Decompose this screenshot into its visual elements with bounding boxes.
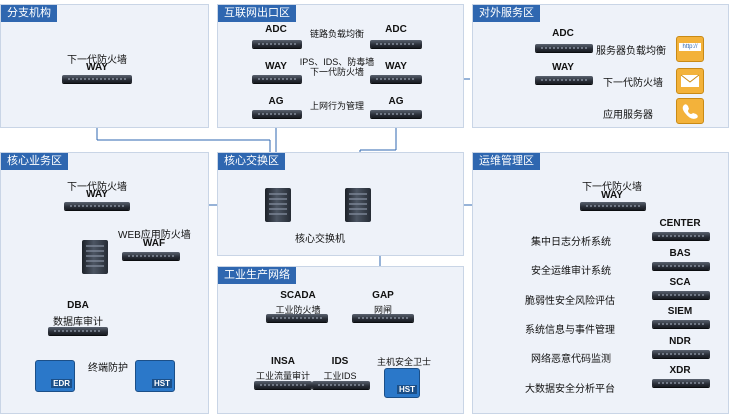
waf-dev-label: WAF bbox=[142, 238, 166, 249]
waf-server[interactable] bbox=[82, 240, 108, 274]
ops-row-device[interactable] bbox=[652, 291, 710, 299]
ops-row-dev: XDR bbox=[669, 365, 691, 376]
ops-row-dev: SIEM bbox=[667, 306, 693, 317]
endpoint-label: 终端防护 bbox=[88, 363, 128, 374]
hst-text: HST bbox=[152, 379, 172, 388]
ops-row-device[interactable] bbox=[652, 262, 710, 270]
ngfw-label: 下一代防火墙 bbox=[67, 182, 127, 193]
ids-device[interactable] bbox=[312, 381, 370, 389]
zone-core-switch: 核心交换区 bbox=[217, 152, 464, 256]
dba-label: DBA bbox=[67, 300, 89, 311]
mail-icon bbox=[676, 68, 704, 94]
way-left-label: WAY bbox=[265, 61, 287, 72]
ngfw-label: 下一代防火墙 bbox=[582, 182, 642, 193]
adc-right-device[interactable] bbox=[370, 40, 422, 48]
hst-text: HST bbox=[397, 385, 417, 394]
edr-text: EDR bbox=[51, 379, 72, 388]
scada-label: SCADA bbox=[280, 290, 316, 301]
zone-title: 互联网出口区 bbox=[218, 5, 296, 22]
way-label: WAY bbox=[552, 62, 574, 73]
way-device-label: WAY bbox=[86, 62, 108, 73]
way-label: WAY bbox=[601, 190, 623, 201]
db-audit-label: 数据库审计 bbox=[53, 317, 103, 328]
ops-row-label: 网络恶意代码监测 bbox=[531, 354, 611, 365]
http-icon-text: http:// bbox=[679, 43, 701, 51]
way-device[interactable] bbox=[580, 202, 646, 210]
mail-glyph bbox=[680, 74, 700, 87]
adc-label: ADC bbox=[552, 28, 574, 39]
insa-device[interactable] bbox=[254, 381, 312, 389]
ops-row-dev: NDR bbox=[669, 336, 691, 347]
gatekeeper-label: 网闸 bbox=[373, 305, 393, 315]
ids-label: IDS bbox=[331, 356, 349, 367]
adc-left-device[interactable] bbox=[252, 40, 302, 48]
ops-row-device[interactable] bbox=[652, 232, 710, 240]
phone-glyph bbox=[682, 104, 698, 119]
zone-industrial: 工业生产网络 bbox=[217, 266, 464, 414]
zone-title: 对外服务区 bbox=[473, 5, 540, 22]
ops-row-label: 系统信息与事件管理 bbox=[525, 325, 615, 336]
scada-device[interactable] bbox=[266, 314, 328, 322]
ngfw-label: 下一代防火墙 bbox=[309, 67, 365, 77]
zone-title: 运维管理区 bbox=[473, 153, 540, 170]
ag-left-label: AG bbox=[268, 96, 284, 107]
link-balance-label: 链路负载均衡 bbox=[309, 29, 365, 39]
zone-title: 分支机构 bbox=[1, 5, 57, 22]
waf-label: WEB应用防火墙 bbox=[118, 230, 191, 241]
ops-row-label: 集中日志分析系统 bbox=[531, 237, 611, 248]
ag-left-device[interactable] bbox=[252, 110, 302, 118]
hst-icon: HST bbox=[384, 368, 420, 398]
way-label: WAY bbox=[86, 189, 108, 200]
waf-device[interactable] bbox=[122, 252, 180, 260]
zone-title: 核心业务区 bbox=[1, 153, 68, 170]
ops-row-dev: SCA bbox=[669, 277, 691, 288]
zone-internet: 互联网出口区 bbox=[217, 4, 464, 128]
ops-row-device[interactable] bbox=[652, 350, 710, 358]
ops-row-dev: CENTER bbox=[659, 218, 701, 229]
adc-left-label: ADC bbox=[265, 24, 287, 35]
way-device[interactable] bbox=[64, 202, 130, 210]
hst-icon: HST bbox=[135, 360, 175, 392]
zone-ops: 运维管理区 bbox=[472, 152, 729, 414]
industrial-fw-label: 工业防火墙 bbox=[275, 305, 321, 315]
insa-label: INSA bbox=[271, 356, 295, 367]
ngfw-label: 下一代防火墙 bbox=[603, 78, 663, 89]
industrial-ids-label: 工业IDS bbox=[323, 371, 357, 381]
way-right-label: WAY bbox=[385, 61, 407, 72]
traffic-audit-label: 工业流量审计 bbox=[255, 371, 311, 381]
ops-row-device[interactable] bbox=[652, 320, 710, 328]
ops-row-label: 大数据安全分析平台 bbox=[525, 384, 615, 395]
zone-title: 工业生产网络 bbox=[218, 267, 296, 284]
gap-label: GAP bbox=[372, 290, 394, 301]
adc-device[interactable] bbox=[535, 44, 593, 52]
behavior-mgmt-label: 上网行为管理 bbox=[309, 101, 365, 111]
ops-row-label: 脆弱性安全风险评估 bbox=[525, 296, 615, 307]
core-switch-left[interactable] bbox=[265, 188, 291, 222]
phone-icon bbox=[676, 98, 704, 124]
ag-right-label: AG bbox=[388, 96, 404, 107]
gap-device[interactable] bbox=[352, 314, 414, 322]
ops-row-dev: BAS bbox=[669, 248, 691, 259]
ops-row-device[interactable] bbox=[652, 379, 710, 387]
edr-icon: EDR bbox=[35, 360, 75, 392]
app-server-label: 应用服务器 bbox=[603, 110, 653, 121]
zone-title: 核心交换区 bbox=[218, 153, 285, 170]
zone-branch: 分支机构 bbox=[0, 4, 209, 128]
core-switch-label: 核心交换机 bbox=[295, 234, 345, 245]
host-guard-label: 主机安全卫士 bbox=[376, 357, 432, 367]
http-icon: http:// bbox=[676, 36, 704, 62]
dba-device[interactable] bbox=[48, 327, 108, 335]
firewall-label: 下一代防火墙 bbox=[67, 55, 127, 66]
way-left-device[interactable] bbox=[252, 75, 302, 83]
ag-right-device[interactable] bbox=[370, 110, 422, 118]
firewall-device[interactable] bbox=[62, 75, 132, 83]
way-device[interactable] bbox=[535, 76, 593, 84]
adc-right-label: ADC bbox=[385, 24, 407, 35]
ops-row-label: 安全运维审计系统 bbox=[531, 266, 611, 277]
server-lb-label: 服务器负载均衡 bbox=[596, 46, 666, 57]
core-switch-right[interactable] bbox=[345, 188, 371, 222]
ips-label: IPS、IDS、防毒墙 bbox=[299, 57, 375, 67]
way-right-device[interactable] bbox=[370, 75, 422, 83]
